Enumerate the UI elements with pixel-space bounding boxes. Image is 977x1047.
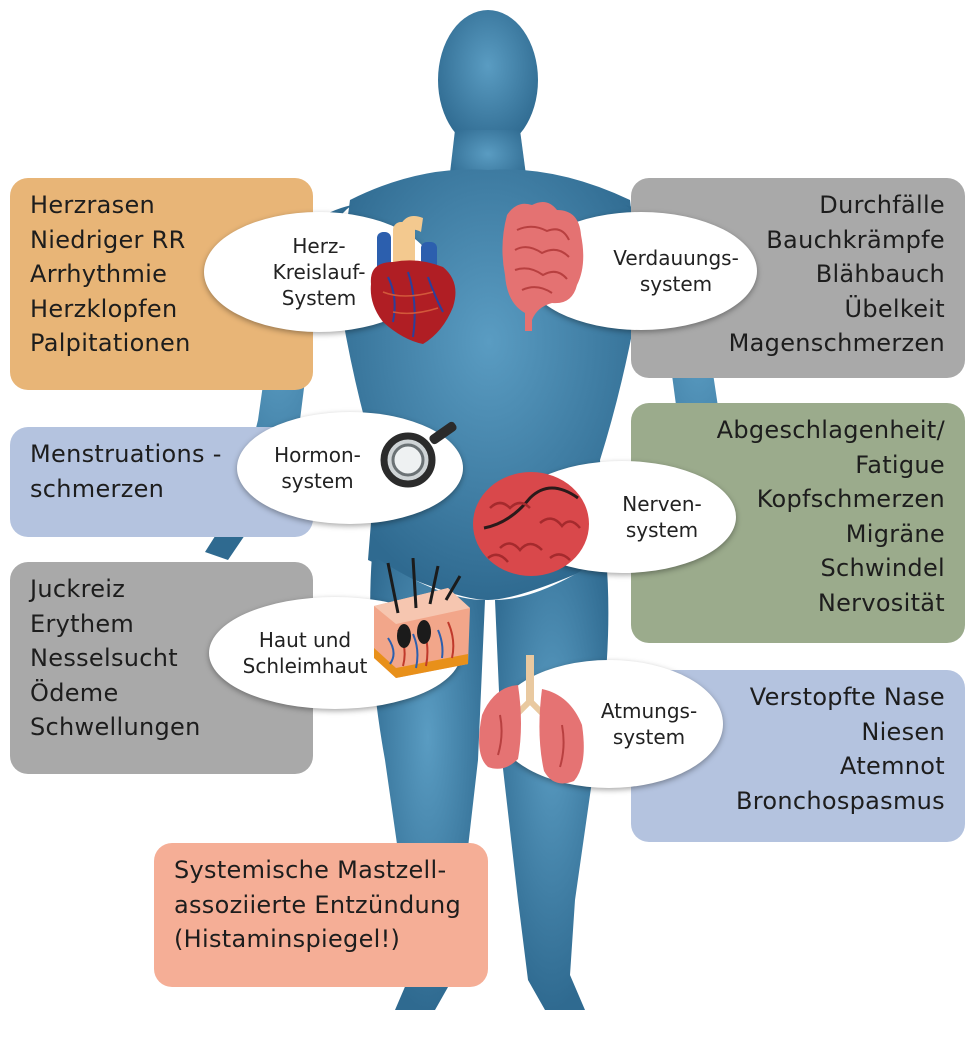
oval-label-line: System bbox=[281, 286, 357, 310]
oval-label-line: system bbox=[639, 272, 713, 296]
symptom-text: Ödeme bbox=[30, 678, 119, 707]
symptom-text: Herzklopfen bbox=[30, 294, 178, 323]
oval-label-line: system bbox=[281, 469, 354, 493]
symptom-text: Migräne bbox=[845, 519, 945, 548]
symptom-text: Blähbauch bbox=[815, 260, 945, 288]
symptom-text: schmerzen bbox=[30, 474, 165, 503]
oval-label-line: Kreislauf- bbox=[272, 260, 366, 284]
oval-label-line: Haut und bbox=[258, 628, 352, 652]
central-text: (Histaminspiegel!) bbox=[174, 925, 401, 953]
skin-icon bbox=[368, 558, 474, 680]
symptom-text: Verstopfte Nase bbox=[749, 683, 945, 711]
symptom-text: Arrhythmie bbox=[30, 260, 168, 288]
oval-label-line: system bbox=[612, 725, 686, 749]
heart-icon bbox=[363, 212, 461, 347]
hormone-system-label: Hormon- system bbox=[237, 412, 463, 524]
symptom-text: Abgeschlagenheit/ bbox=[716, 416, 945, 444]
symptom-text: Bronchospasmus bbox=[735, 786, 945, 815]
symptom-text: Schwellungen bbox=[30, 713, 201, 741]
symptom-text: Palpitationen bbox=[30, 329, 191, 357]
symptom-text: Schwindel bbox=[820, 554, 945, 582]
symptom-text: Bauchkrämpfe bbox=[766, 225, 945, 254]
oval-label-line: Nerven- bbox=[622, 492, 702, 516]
magnifier-icon bbox=[378, 416, 464, 496]
symptom-text: Atemnot bbox=[840, 752, 945, 780]
central-text: Systemische Mastzell- bbox=[174, 856, 447, 884]
central-inflammation-box: Systemische Mastzell- assoziierte Entzün… bbox=[154, 843, 488, 987]
oval-label-line: Schleimhaut bbox=[242, 654, 368, 678]
oval-label-line: Herz- bbox=[292, 234, 346, 258]
symptom-text: Menstruations - bbox=[30, 440, 222, 468]
lungs-icon bbox=[474, 655, 588, 790]
intestine-icon bbox=[497, 195, 589, 333]
central-text: assoziierte Entzündung bbox=[174, 890, 462, 919]
symptom-text: Niesen bbox=[861, 717, 945, 746]
symptom-text: Übelkeit bbox=[844, 294, 945, 323]
oval-label-line: Verdauungs- bbox=[613, 246, 739, 270]
symptom-text: Niedriger RR bbox=[30, 225, 186, 254]
oval-label-line: Atmungs- bbox=[600, 699, 698, 723]
symptom-text: Juckreiz bbox=[30, 575, 126, 603]
symptom-text: Kopfschmerzen bbox=[756, 485, 945, 513]
oval-label-line: Hormon- bbox=[274, 443, 361, 467]
symptom-text: Fatigue bbox=[855, 450, 945, 479]
symptom-text: Nesselsucht bbox=[30, 644, 178, 672]
oval-label-line: system bbox=[625, 518, 699, 542]
symptom-text: Magenschmerzen bbox=[728, 329, 945, 357]
symptom-text: Herzrasen bbox=[30, 191, 156, 219]
symptom-text: Erythem bbox=[30, 609, 135, 638]
symptom-text: Nervosität bbox=[817, 588, 945, 617]
symptom-text: Durchfälle bbox=[819, 191, 945, 219]
brain-icon bbox=[470, 468, 592, 580]
